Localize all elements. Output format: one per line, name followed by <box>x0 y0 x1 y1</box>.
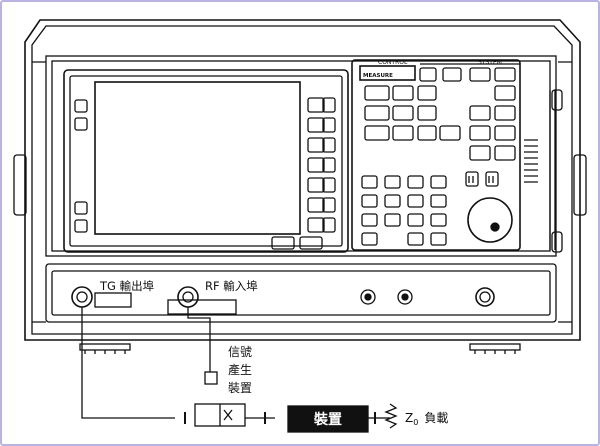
ports-row <box>71 286 495 315</box>
softkey <box>322 117 336 133</box>
keypad-key <box>361 175 378 189</box>
system-key <box>494 85 516 101</box>
measure-key <box>392 85 414 101</box>
keypad-key <box>384 194 401 208</box>
measure-key <box>364 85 390 101</box>
display-left-button <box>74 201 88 215</box>
keypad-key <box>361 213 378 227</box>
rf-port-label: RF 輸入埠 <box>205 279 258 293</box>
softkey <box>307 117 325 133</box>
display-area <box>63 69 349 253</box>
rf-cable <box>187 307 211 372</box>
softkey <box>322 157 336 173</box>
keypad-key <box>430 194 447 208</box>
keypad-key <box>384 213 401 227</box>
keypad-key <box>407 232 424 246</box>
signal-device-label-line-2: 產生 <box>228 362 252 377</box>
softkey <box>307 97 325 113</box>
softkey <box>322 217 336 233</box>
softkey <box>307 157 325 173</box>
bottom-key <box>299 236 323 250</box>
panel-jack <box>397 289 413 305</box>
arrow-key <box>465 171 479 187</box>
system-key <box>494 67 516 82</box>
display-left-buttons <box>74 99 88 233</box>
device-under-test <box>287 405 369 433</box>
measure-key <box>392 125 414 141</box>
control-key <box>419 67 437 82</box>
system-key <box>494 105 516 121</box>
rotary-knob <box>467 197 513 243</box>
system-key <box>469 125 491 141</box>
keypad-key <box>430 175 447 189</box>
softkey <box>307 177 325 193</box>
panel-jack <box>360 289 376 305</box>
system-key <box>469 67 491 82</box>
load-label: Z0 負載 <box>405 411 448 427</box>
measurement-wiring <box>81 307 398 433</box>
system-key <box>469 105 491 121</box>
softkey <box>322 97 336 113</box>
signal-coupler <box>204 371 218 385</box>
measure-label: MEASURE <box>363 73 393 79</box>
system-key <box>494 145 516 161</box>
control-panel <box>351 59 538 251</box>
instrument-housing <box>13 19 587 354</box>
keypad-key <box>407 213 424 227</box>
softkey <box>307 217 325 233</box>
control-key <box>442 67 462 82</box>
load-suffix: 負載 <box>424 411 448 425</box>
softkey <box>307 197 325 213</box>
load-symbol: Z <box>405 411 413 425</box>
load-subscript: 0 <box>413 418 418 427</box>
measure-key <box>417 85 437 101</box>
keypad-key <box>361 194 378 208</box>
system-key <box>469 145 491 161</box>
system-label: SYSTEM <box>478 59 502 66</box>
softkey <box>322 137 336 153</box>
keypad-key <box>430 213 447 227</box>
side-rails <box>549 89 563 253</box>
signal-device-label-line-1: 信號 <box>228 345 252 359</box>
keypad-key <box>407 194 424 208</box>
system-key <box>494 125 516 141</box>
control-label: CONTROL <box>378 59 408 66</box>
measure-key <box>417 105 437 121</box>
keypad-key <box>384 175 401 189</box>
keypad-key <box>407 175 424 189</box>
measure-key <box>417 125 437 141</box>
keypad-key <box>361 232 378 246</box>
tg-port-label: TG 輸出埠 <box>99 279 155 293</box>
softkey-column <box>271 97 336 250</box>
power-switch <box>475 287 495 307</box>
measure-key <box>392 105 414 121</box>
softkey <box>322 177 336 193</box>
measure-key <box>439 125 461 141</box>
signal-device-label-line-3: 裝置 <box>228 381 252 395</box>
softkey <box>322 197 336 213</box>
device-under-test-label: 裝置 <box>313 411 342 428</box>
bottom-key <box>271 236 295 250</box>
keypad-key <box>430 232 447 246</box>
load-resistor <box>384 403 398 429</box>
arrow-key <box>485 171 499 187</box>
softkey <box>307 137 325 153</box>
display-left-button <box>74 99 88 113</box>
display-left-button <box>74 117 88 131</box>
tg-cable <box>81 307 175 419</box>
measure-key <box>364 125 390 141</box>
display-left-button <box>74 219 88 233</box>
measure-key <box>364 105 390 121</box>
